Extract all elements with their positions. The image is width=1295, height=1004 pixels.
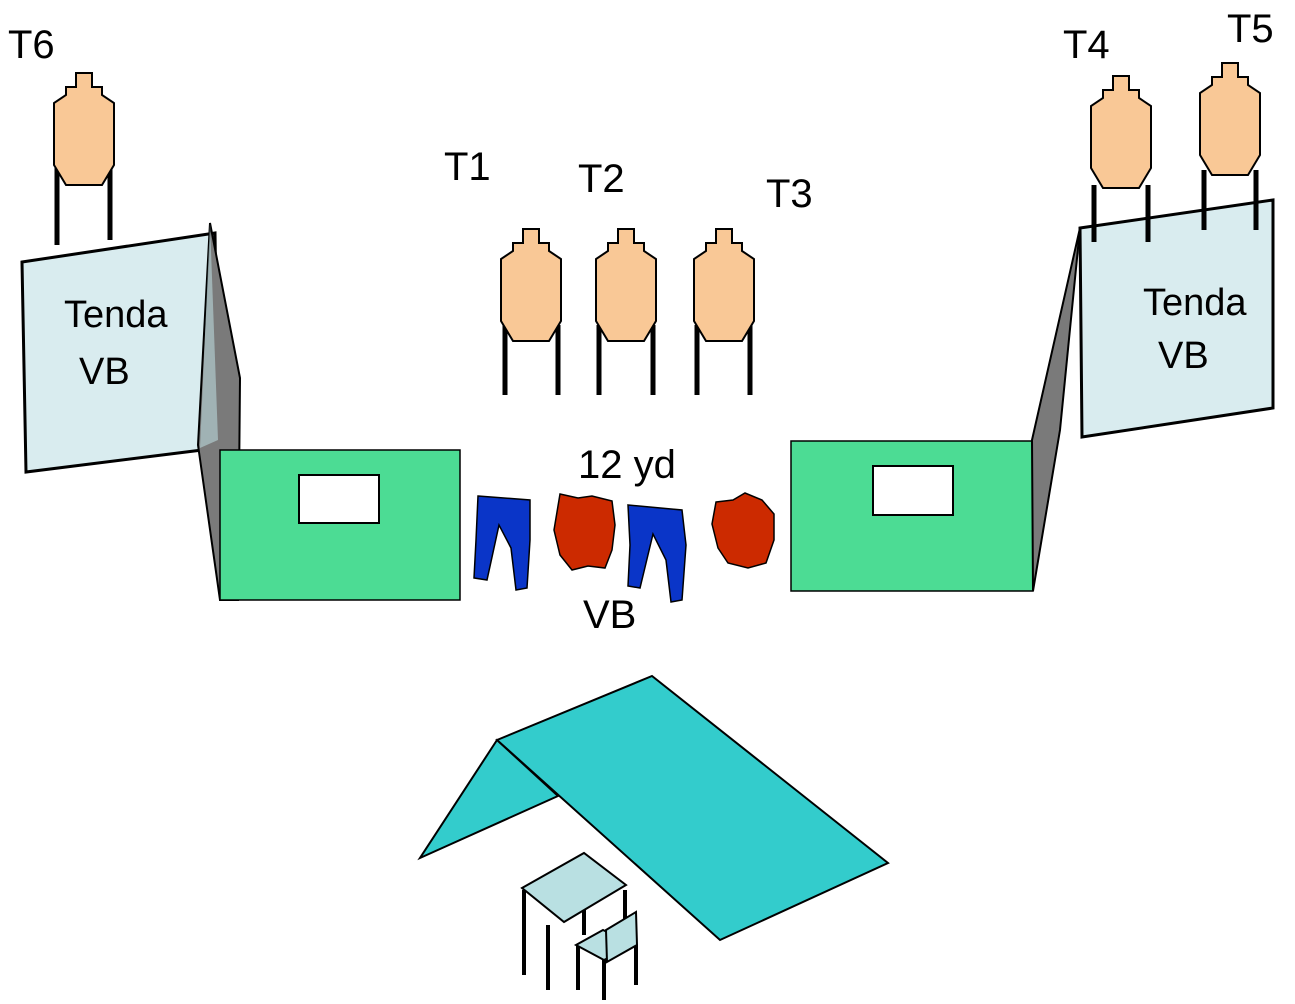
shelter-roof-right	[495, 674, 890, 942]
right-tent-label-line1: Tenda	[1143, 282, 1247, 324]
left-tent-label-line2: VB	[79, 351, 130, 393]
left-wall-panel	[219, 449, 461, 601]
right-wall	[790, 440, 1034, 592]
label-t5: T5	[1227, 7, 1274, 51]
target-t2	[595, 228, 657, 395]
pants-1	[473, 495, 531, 591]
target-t4-silhouette	[1090, 75, 1152, 189]
target-t3-silhouette	[693, 228, 755, 342]
shirt-1	[553, 493, 616, 571]
table-top	[520, 851, 628, 924]
label-t6: T6	[8, 23, 55, 67]
target-t5-silhouette	[1199, 62, 1261, 176]
pants-2	[627, 504, 687, 603]
target-t1	[500, 228, 562, 395]
label-t1: T1	[444, 145, 491, 189]
right-hinge-wall	[1030, 227, 1081, 592]
left-wall-port	[298, 474, 380, 524]
chair	[573, 910, 639, 1000]
label-vb-center: VB	[583, 593, 636, 637]
left-tent	[20, 222, 242, 601]
label-t3: T3	[766, 172, 813, 216]
label-distance: 12 yd	[578, 443, 676, 487]
target-t3	[693, 228, 755, 395]
table	[520, 851, 628, 990]
label-t2: T2	[578, 157, 625, 201]
shelter	[417, 674, 890, 942]
right-tent-label-line2: VB	[1158, 335, 1209, 377]
target-t5	[1199, 62, 1261, 230]
label-t4: T4	[1063, 23, 1110, 67]
target-t6	[53, 72, 115, 245]
target-t4	[1090, 75, 1152, 242]
right-tent	[1030, 198, 1275, 592]
target-t6-silhouette	[53, 72, 115, 186]
target-t1-silhouette	[500, 228, 562, 342]
left-wall	[219, 449, 461, 601]
chair-back	[604, 910, 639, 964]
right-wall-port	[872, 465, 954, 516]
left-tent-edge	[200, 223, 218, 448]
shirt-2	[711, 492, 775, 569]
right-tent-panel	[1078, 198, 1275, 439]
left-tent-label-line1: Tenda	[64, 294, 168, 336]
target-t2-silhouette	[595, 228, 657, 342]
